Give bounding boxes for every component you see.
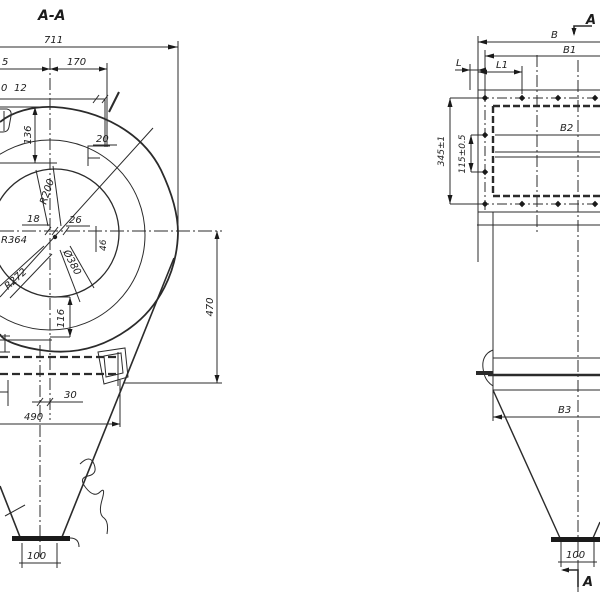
dim-490-label: 490 xyxy=(24,412,43,423)
inlet-rim-circle xyxy=(0,139,146,331)
left-view-section: A-A 711 5 170 0 12 136 20 R200 18 R364 2… xyxy=(0,8,222,568)
outlet-flange-bar xyxy=(12,536,70,541)
cone-side-left-slope xyxy=(492,389,561,539)
dim-20-label: 20 xyxy=(96,134,109,145)
dim-136-label: 136 xyxy=(23,125,34,144)
outlet-flange-bar-side xyxy=(551,537,600,542)
dim-345-label: 345±1 xyxy=(437,136,447,166)
dia-380-label: Ø380 xyxy=(60,247,84,277)
dim-18-label: 18 xyxy=(27,214,40,225)
dim-100-side-label: 100 xyxy=(566,550,585,561)
wedge-r272-a xyxy=(0,245,45,287)
right-view-side: A B B1 L L1 B2 345±1 115±0.5 B3 100 A xyxy=(437,13,600,592)
cone-left-slope xyxy=(0,485,21,538)
dim-B3-label: B3 xyxy=(558,405,571,416)
radius-r272-label: R272 xyxy=(3,267,30,293)
wedge-r200-b xyxy=(52,165,62,227)
dim-12-tick-a xyxy=(92,94,100,104)
spiral-tick-mark xyxy=(108,91,120,113)
dim-26-label: 26 xyxy=(69,215,82,226)
dim-0-clipped-label: 0 xyxy=(1,83,7,94)
section-label-a-bottom: A xyxy=(582,575,593,590)
dim-30-tick-b xyxy=(46,397,54,407)
flange-outer-rect xyxy=(477,89,600,213)
left-edge-clip-detail xyxy=(0,108,12,133)
cutwater-step xyxy=(87,145,110,166)
wedge-d380-b xyxy=(69,245,95,289)
right-view-arrowheads xyxy=(447,28,577,573)
tick-a xyxy=(44,226,52,236)
gusset-plate-inner xyxy=(103,352,124,378)
cone-left-tick xyxy=(4,504,26,517)
section-title: A-A xyxy=(37,8,65,24)
left-view-arrowheads xyxy=(32,44,220,427)
side-lug xyxy=(482,349,494,387)
dim-46-label: 46 xyxy=(99,239,109,251)
section-cut-bottom xyxy=(563,569,579,587)
outlet-flange-hook xyxy=(69,537,80,548)
tick-c xyxy=(62,226,70,236)
dim-B2-label: B2 xyxy=(560,123,573,134)
cone-side-right-slope xyxy=(592,521,600,539)
radius-r364-label: R364 xyxy=(1,235,27,246)
dim-30-tick-a xyxy=(36,397,44,407)
wedge-r272-b xyxy=(9,253,53,299)
dim-100-left-label: 100 xyxy=(27,551,46,562)
wedge-r200-a xyxy=(35,169,49,227)
bolt-hole-markers xyxy=(481,94,599,208)
dim-B1-label: B1 xyxy=(563,45,576,56)
dim-115-label: 115±0.5 xyxy=(458,134,468,173)
dim-12-label: 12 xyxy=(14,83,27,94)
flange-inner-hidden-rect xyxy=(491,104,600,198)
dim-12-tick-b xyxy=(101,94,109,104)
volute-housing-outline xyxy=(0,106,179,353)
section-label-a-top: A xyxy=(585,13,596,28)
dim-30-label: 30 xyxy=(64,390,77,401)
gusset-plate xyxy=(97,347,129,385)
wedge-d380-a xyxy=(59,249,81,303)
tick-b xyxy=(51,226,59,236)
dim-711-label: 711 xyxy=(44,35,63,46)
dim-L1-label: L1 xyxy=(496,60,508,71)
dim-5-clipped-label: 5 xyxy=(2,57,8,68)
cone-right-slope xyxy=(61,257,175,538)
cone-squiggle-mark xyxy=(79,458,109,535)
dim-470-label: 470 xyxy=(205,297,216,316)
dim-170-label: 170 xyxy=(67,57,86,68)
dim-L-label: L xyxy=(456,58,462,69)
diagonal-centerline xyxy=(0,127,154,298)
dim-116-label: 116 xyxy=(56,309,67,328)
dim-B-label: B xyxy=(551,30,558,41)
radius-r200-label: R200 xyxy=(38,178,57,206)
